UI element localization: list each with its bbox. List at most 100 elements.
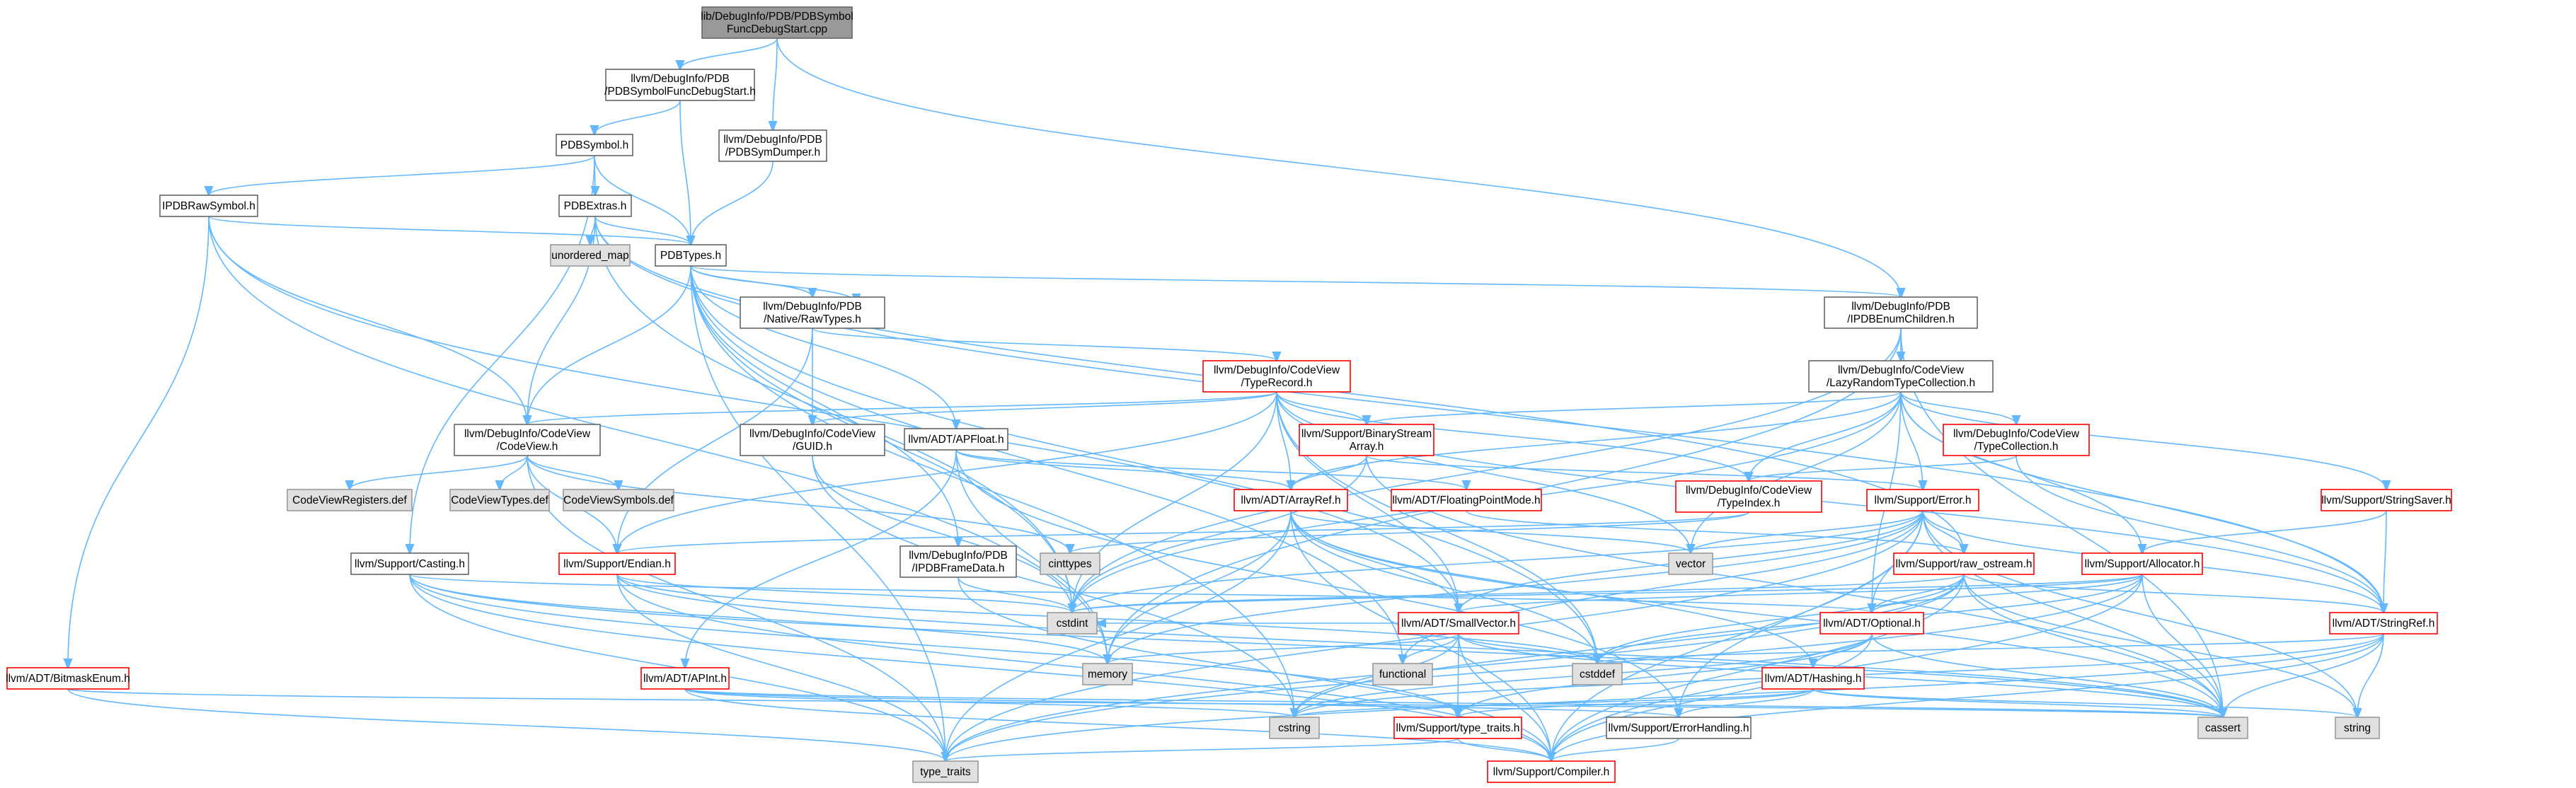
node-label: lib/DebugInfo/PDB/PDBSymbol [701, 11, 853, 23]
node-label: /TypeRecord.h [1241, 377, 1313, 389]
edge-codeview-to-cinttypes [527, 455, 1070, 553]
node-layer: lib/DebugInfo/PDB/PDBSymbolFuncDebugStar… [6, 6, 2452, 783]
edge-arrayref-to-cassert [1290, 510, 2223, 717]
node-codeviewtypes[interactable]: CodeViewTypes.def [449, 489, 550, 511]
node-box [1487, 760, 1616, 783]
node-label: llvm/DebugInfo/PDB [763, 301, 862, 313]
node-box [1391, 489, 1542, 511]
node-box [1269, 717, 1320, 739]
node-typerecord[interactable]: llvm/DebugInfo/CodeView/TypeRecord.h [1202, 360, 1351, 393]
node-label: llvm/DebugInfo/CodeView [1953, 428, 2080, 440]
node-casting[interactable]: llvm/Support/Casting.h [350, 552, 469, 575]
node-box [1943, 424, 2090, 456]
edge-rawostream-to-stringref [1963, 574, 2384, 613]
edge-apfloat-to-errorhandling [955, 449, 1679, 717]
node-stringref[interactable]: llvm/ADT/StringRef.h [2329, 612, 2438, 635]
node-string[interactable]: string [2335, 717, 2380, 739]
node-pdbsymbol[interactable]: PDBSymbol.h [556, 134, 633, 156]
node-codeview[interactable]: llvm/DebugInfo/CodeView/CodeView.h [454, 424, 601, 456]
node-floatingpointmode[interactable]: llvm/ADT/FloatingPointMode.h [1391, 489, 1542, 511]
node-label: llvm/DebugInfo/PDB [723, 134, 822, 146]
edge-rawtypes-to-typerecord [812, 328, 1277, 361]
edge-apfloat-to-arrayref [955, 449, 1291, 489]
node-functional[interactable]: functional [1372, 663, 1433, 685]
node-box [1808, 360, 1994, 393]
node-label: llvm/ADT/Optional.h [1823, 618, 1921, 630]
node-cstdint[interactable]: cstdint [1047, 612, 1098, 635]
edge-typerecord-to-guid [812, 391, 1277, 424]
node-typetraitsllvm[interactable]: llvm/Support/type_traits.h [1393, 717, 1522, 739]
node-hashing[interactable]: llvm/ADT/Hashing.h [1761, 667, 1865, 690]
node-lazyrandom[interactable]: llvm/DebugInfo/CodeView/LazyRandomTypeCo… [1808, 360, 1994, 393]
node-apint[interactable]: llvm/ADT/APInt.h [640, 667, 730, 690]
node-cstddef[interactable]: cstddef [1572, 663, 1623, 685]
node-rawostream[interactable]: llvm/Support/raw_ostream.h [1893, 552, 2035, 575]
node-label: llvm/ADT/StringRef.h [2333, 618, 2435, 630]
node-typeindex[interactable]: llvm/DebugInfo/CodeView/TypeIndex.h [1675, 480, 1822, 513]
node-apfloat[interactable]: llvm/ADT/APFloat.h [904, 428, 1008, 451]
edge-allocator-to-cstdint [1072, 574, 2143, 613]
node-typecollection[interactable]: llvm/DebugInfo/CodeView/TypeCollection.h [1943, 424, 2090, 456]
node-compiler[interactable]: llvm/Support/Compiler.h [1487, 760, 1616, 783]
node-cassert[interactable]: cassert [2197, 717, 2248, 739]
node-label: llvm/ADT/BitmaskEnum.h [6, 673, 130, 685]
node-label: llvm/Support/Error.h [1875, 494, 1972, 506]
node-unordered_map[interactable]: unordered_map [550, 244, 631, 267]
edge-pdbtypes-to-rawtypes [690, 265, 812, 297]
edge-allocator-to-smallvector [1459, 574, 2143, 613]
node-type_traits[interactable]: type_traits [912, 760, 979, 783]
node-label: /Native/RawTypes.h [764, 313, 861, 325]
edge-pdbtypes-to-type_traits [690, 265, 945, 761]
node-pdbextras[interactable]: PDBExtras.h [558, 195, 632, 217]
edge-typerecord-to-binarystreamarray [1276, 391, 1367, 424]
node-label: /IPDBFrameData.h [912, 562, 1005, 574]
edge-rawostream-to-string [1963, 574, 2357, 717]
node-label: /GUID.h [793, 441, 832, 453]
node-stringsaver[interactable]: llvm/Support/StringSaver.h [2321, 489, 2452, 511]
node-box [2321, 489, 2452, 511]
node-label: cstddef [1580, 668, 1616, 680]
node-cstring[interactable]: cstring [1269, 717, 1320, 739]
node-root[interactable]: lib/DebugInfo/PDB/PDBSymbolFuncDebugStar… [701, 6, 853, 39]
node-label: unordered_map [551, 250, 628, 262]
node-ipdbenumchildren[interactable]: llvm/DebugInfo/PDB/IPDBEnumChildren.h [1824, 296, 1978, 329]
node-vector[interactable]: vector [1668, 552, 1713, 575]
node-ipdbframedata[interactable]: llvm/DebugInfo/PDB/IPDBFrameData.h [899, 545, 1017, 578]
node-box [1040, 552, 1100, 575]
node-ipdbrawsymbol[interactable]: IPDBRawSymbol.h [159, 195, 258, 217]
node-endian[interactable]: llvm/Support/Endian.h [558, 552, 676, 575]
edge-smallvector-to-memory [1108, 633, 1459, 664]
node-pdbsymfuncdebugstart[interactable]: llvm/DebugInfo/PDB/PDBSymbolFuncDebugSta… [604, 69, 756, 101]
node-guid[interactable]: llvm/DebugInfo/CodeView/GUID.h [740, 424, 885, 456]
node-error[interactable]: llvm/Support/Error.h [1866, 489, 1979, 511]
node-label: llvm/DebugInfo/PDB [631, 73, 730, 85]
node-pdbsymdumper[interactable]: llvm/DebugInfo/PDB/PDBSymDumper.h [718, 129, 827, 162]
edge-hashing-to-typetraitsllvm [1458, 688, 1814, 717]
node-box [1824, 296, 1978, 329]
node-memory[interactable]: memory [1082, 663, 1133, 685]
node-smallvector[interactable]: llvm/ADT/SmallVector.h [1398, 612, 1519, 635]
edge-error-to-rawostream [1922, 510, 1964, 553]
node-label: PDBExtras.h [564, 200, 627, 212]
node-bitmaskenum[interactable]: llvm/ADT/BitmaskEnum.h [6, 667, 130, 690]
node-label: /CodeView.h [497, 441, 558, 453]
edge-root-to-ipdbenumchildren [776, 37, 1901, 297]
node-box [556, 134, 633, 156]
node-optional[interactable]: llvm/ADT/Optional.h [1819, 612, 1924, 635]
node-label: llvm/Support/StringSaver.h [2321, 494, 2451, 506]
node-allocator[interactable]: llvm/Support/Allocator.h [2081, 552, 2203, 575]
node-codeviewsymbols[interactable]: CodeViewSymbols.def [563, 489, 674, 511]
node-errorhandling[interactable]: llvm/Support/ErrorHandling.h [1606, 717, 1752, 739]
edge-apint-to-cassert [684, 688, 2223, 717]
edge-ipdbrawsymbol-to-pdbtypes [208, 216, 691, 245]
edge-lazyrandom-to-error [1900, 391, 1923, 489]
node-codeviewregisters[interactable]: CodeViewRegisters.def [287, 489, 413, 511]
node-box [1606, 717, 1752, 739]
node-cinttypes[interactable]: cinttypes [1040, 552, 1100, 575]
edge-apfloat-to-apint [685, 449, 957, 668]
node-rawtypes[interactable]: llvm/DebugInfo/PDB/Native/RawTypes.h [740, 296, 885, 329]
node-arrayref[interactable]: llvm/ADT/ArrayRef.h [1234, 489, 1348, 511]
node-pdbtypes[interactable]: PDBTypes.h [655, 244, 727, 267]
node-box [558, 195, 632, 217]
